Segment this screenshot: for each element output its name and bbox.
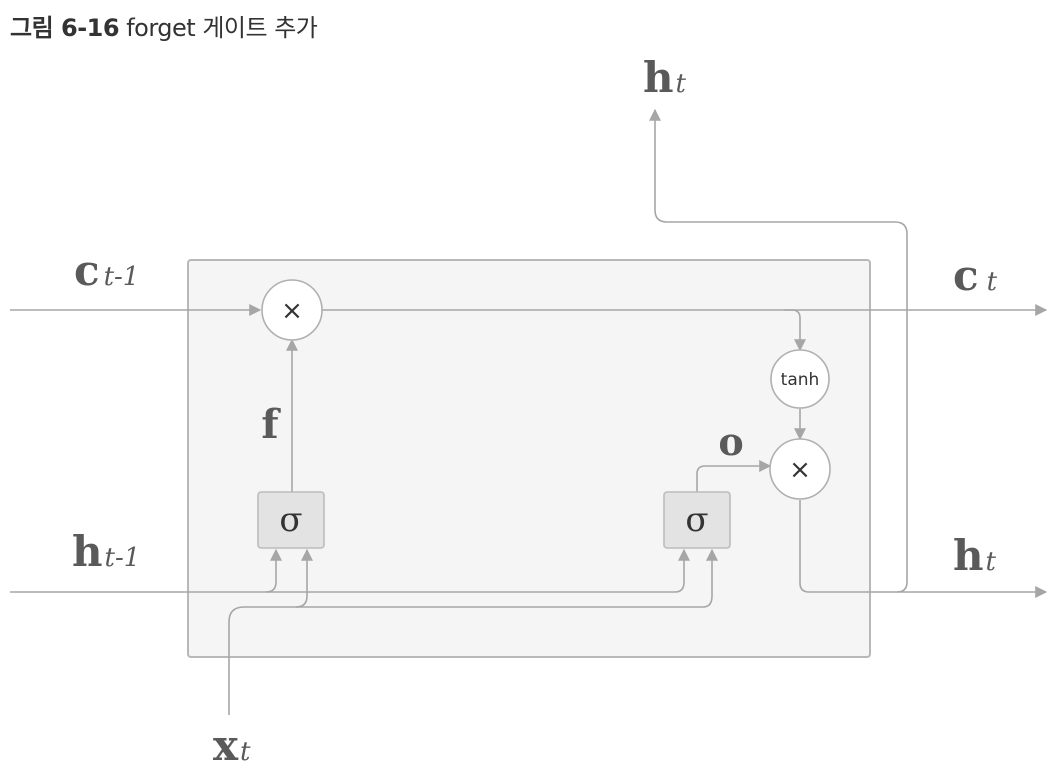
x-to-output-line — [296, 548, 718, 608]
h-prev-to-output-line — [266, 548, 690, 593]
x-input-line — [228, 606, 296, 715]
output-multiply-node — [769, 438, 831, 500]
output-multiply-symbol: × — [789, 455, 811, 485]
c-out-base: c — [953, 251, 979, 300]
tanh-label: tanh — [781, 370, 820, 390]
h-prev-sub: t-1 — [105, 543, 141, 573]
h-prev-label: ht-1 — [72, 527, 140, 576]
lstm-cell-box — [187, 259, 871, 658]
h-out-sub: t — [986, 547, 997, 577]
c-out-sub: t — [987, 267, 998, 297]
forget-multiply-node — [261, 279, 323, 341]
h-top-label: ht — [643, 53, 687, 102]
h-prev-base: h — [72, 527, 103, 576]
output-sigma-box — [663, 491, 731, 549]
forget-sigma-box — [257, 491, 325, 549]
h-out-label: ht — [953, 531, 997, 580]
forget-gate-label: f — [261, 401, 281, 448]
h-out-base: h — [953, 531, 984, 580]
h-top-base: h — [643, 53, 674, 102]
forget-multiply-symbol: × — [281, 296, 303, 326]
multiply-to-h-line — [799, 500, 1048, 598]
x-input-base: x — [213, 721, 239, 770]
cell-to-tanh-line — [784, 309, 806, 352]
x-input-sub: t — [240, 737, 251, 767]
tanh-node — [770, 349, 830, 409]
output-sigma-symbol: σ — [685, 500, 708, 540]
c-prev-base: c — [74, 246, 100, 295]
figure-title: forget 게이트 추가 — [126, 14, 318, 42]
output-gate-label: o — [718, 419, 743, 464]
output-gate-line — [696, 460, 772, 492]
figure-number: 그림 6-16 — [10, 14, 120, 42]
h-top-line — [649, 108, 908, 593]
x-input-label: xt — [213, 721, 251, 770]
figure-caption: 그림 6-16 forget 게이트 추가 — [10, 8, 318, 43]
forget-sigma-symbol: σ — [279, 500, 302, 540]
h-top-sub: t — [676, 69, 687, 99]
c-prev-sub: t-1 — [104, 262, 140, 292]
